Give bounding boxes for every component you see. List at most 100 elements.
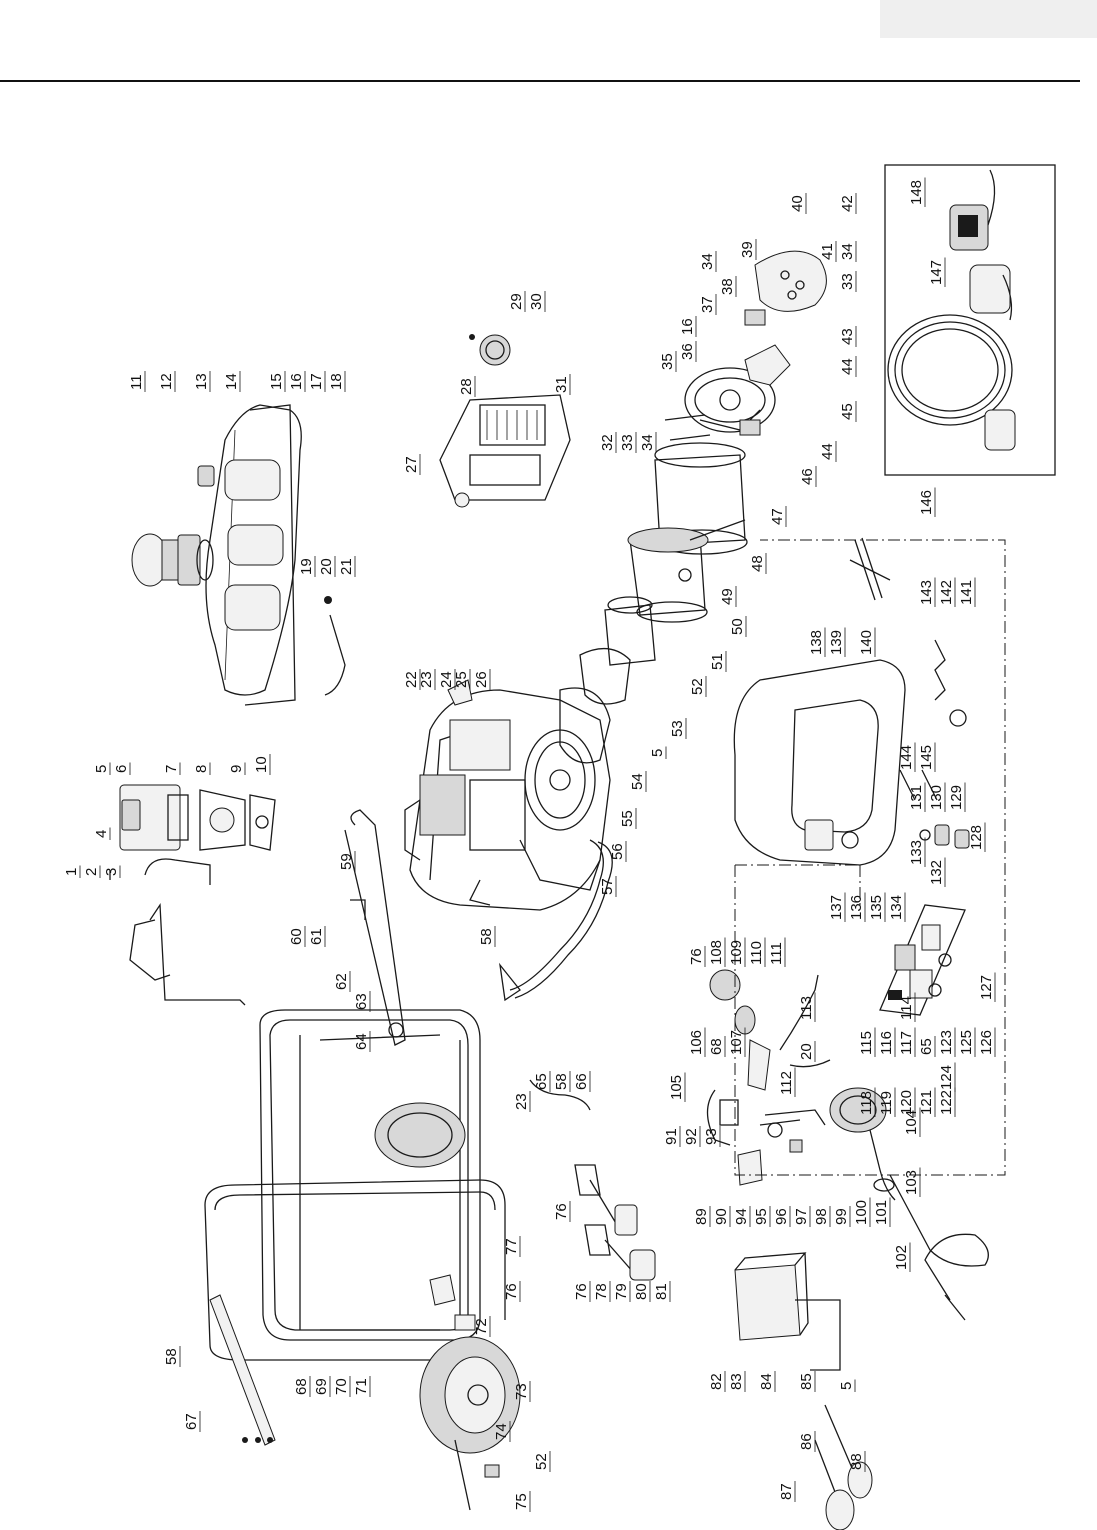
callout-number: 117 — [898, 1031, 915, 1055]
callout-23: 23 — [418, 669, 436, 690]
callout-87: 87 — [778, 1481, 796, 1502]
callout-21: 21 — [338, 556, 356, 577]
callout-15: 15 — [268, 371, 286, 392]
callout-number: 74 — [493, 1423, 510, 1440]
callout-4: 4 — [93, 827, 111, 840]
cord-adapter-148 — [949, 169, 996, 251]
callout-58: 58 — [478, 926, 496, 947]
callout-74: 74 — [493, 1421, 511, 1442]
funnel-87 — [814, 1439, 855, 1530]
callout-number: 4 — [93, 830, 110, 838]
callout-117: 117 — [898, 1027, 916, 1057]
callout-number: 58 — [163, 1348, 180, 1365]
callout-number: 96 — [773, 1208, 790, 1225]
callout-77: 77 — [503, 1236, 521, 1257]
callout-96: 96 — [773, 1206, 791, 1227]
callout-number: 36 — [679, 343, 696, 360]
callout-1: 1 — [63, 865, 81, 878]
callout-number: 3 — [103, 868, 120, 876]
engine-assembly — [404, 689, 611, 911]
callout-135: 135 — [868, 892, 886, 922]
callout-number: 81 — [653, 1283, 670, 1300]
callout-number: 21 — [338, 558, 355, 575]
callout-number: 108 — [708, 940, 725, 965]
callout-33: 33 — [619, 432, 637, 453]
callout-79: 79 — [613, 1281, 631, 1302]
callout-number: 25 — [453, 671, 470, 688]
callout-number: 27 — [403, 456, 420, 473]
callout-number: 76 — [503, 1283, 520, 1300]
callout-122: 122 — [938, 1087, 956, 1117]
callout-number: 144 — [898, 745, 915, 770]
callout-131: 131 — [908, 782, 926, 812]
callout-38: 38 — [719, 276, 737, 297]
callout-121: 121 — [918, 1087, 936, 1117]
callout-39: 39 — [739, 239, 757, 260]
callout-number: 84 — [758, 1373, 775, 1390]
callout-number: 80 — [633, 1283, 650, 1300]
callout-84: 84 — [758, 1371, 776, 1392]
bolts-144-145 — [899, 769, 938, 801]
callout-67: 67 — [183, 1411, 201, 1432]
o-ring-103 — [873, 1178, 895, 1192]
callout-54: 54 — [629, 771, 647, 792]
callout-number: 35 — [659, 353, 676, 370]
parts-line-art — [109, 164, 1056, 1530]
callout-number: 102 — [893, 1245, 910, 1270]
callout-number: 43 — [839, 328, 856, 345]
callout-125: 125 — [958, 1027, 976, 1057]
callout-number: 90 — [713, 1208, 730, 1225]
callout-42: 42 — [839, 193, 857, 214]
callout-94: 94 — [733, 1206, 751, 1227]
callout-97: 97 — [793, 1206, 811, 1227]
callout-number: 33 — [619, 434, 636, 451]
callout-17: 17 — [308, 371, 326, 392]
callout-48: 48 — [749, 553, 767, 574]
callout-number: 142 — [938, 580, 955, 605]
callout-72: 72 — [473, 1316, 491, 1337]
callout-105: 105 — [668, 1072, 686, 1102]
callout-number: 121 — [918, 1090, 935, 1115]
callout-number: 98 — [813, 1208, 830, 1225]
callout-101: 101 — [873, 1197, 891, 1227]
callout-number: 52 — [533, 1453, 550, 1470]
callout-14: 14 — [223, 371, 241, 392]
callout-62: 62 — [333, 971, 351, 992]
callout-13: 13 — [193, 371, 211, 392]
callout-147: 147 — [928, 257, 946, 287]
callout-number: 73 — [513, 1383, 530, 1400]
callout-80: 80 — [633, 1281, 651, 1302]
callout-138: 138 — [808, 627, 826, 657]
callout-5: 5 — [93, 762, 111, 775]
callout-number: 63 — [353, 993, 370, 1010]
callout-56: 56 — [609, 841, 627, 862]
callout-103: 103 — [903, 1167, 921, 1197]
callout-108: 108 — [708, 937, 726, 967]
callout-115: 115 — [858, 1027, 876, 1057]
callout-26: 26 — [473, 669, 491, 690]
callout-148: 148 — [908, 177, 926, 207]
callout-number: 46 — [799, 468, 816, 485]
callout-46: 46 — [799, 466, 817, 487]
callout-number: 69 — [313, 1378, 330, 1395]
callout-141: 141 — [958, 577, 976, 607]
bracket-72 — [454, 1314, 476, 1331]
callout-92: 92 — [683, 1126, 701, 1147]
callout-11: 11 — [128, 371, 146, 392]
callout-93: 93 — [703, 1126, 721, 1147]
control-panel — [879, 904, 966, 1016]
callout-number: 8 — [193, 765, 210, 773]
callout-65: 65 — [533, 1071, 551, 1092]
callout-number: 120 — [898, 1090, 915, 1115]
callout-number: 76 — [573, 1283, 590, 1300]
callout-88: 88 — [848, 1451, 866, 1472]
callout-number: 38 — [719, 278, 736, 295]
callout-41: 41 — [819, 241, 837, 262]
callout-43: 43 — [839, 326, 857, 347]
callout-58: 58 — [163, 1346, 181, 1367]
callout-number: 145 — [918, 745, 935, 770]
callout-number: 9 — [228, 765, 245, 773]
callout-number: 128 — [968, 825, 985, 850]
callout-34: 34 — [699, 251, 717, 272]
callout-100: 100 — [853, 1197, 871, 1227]
